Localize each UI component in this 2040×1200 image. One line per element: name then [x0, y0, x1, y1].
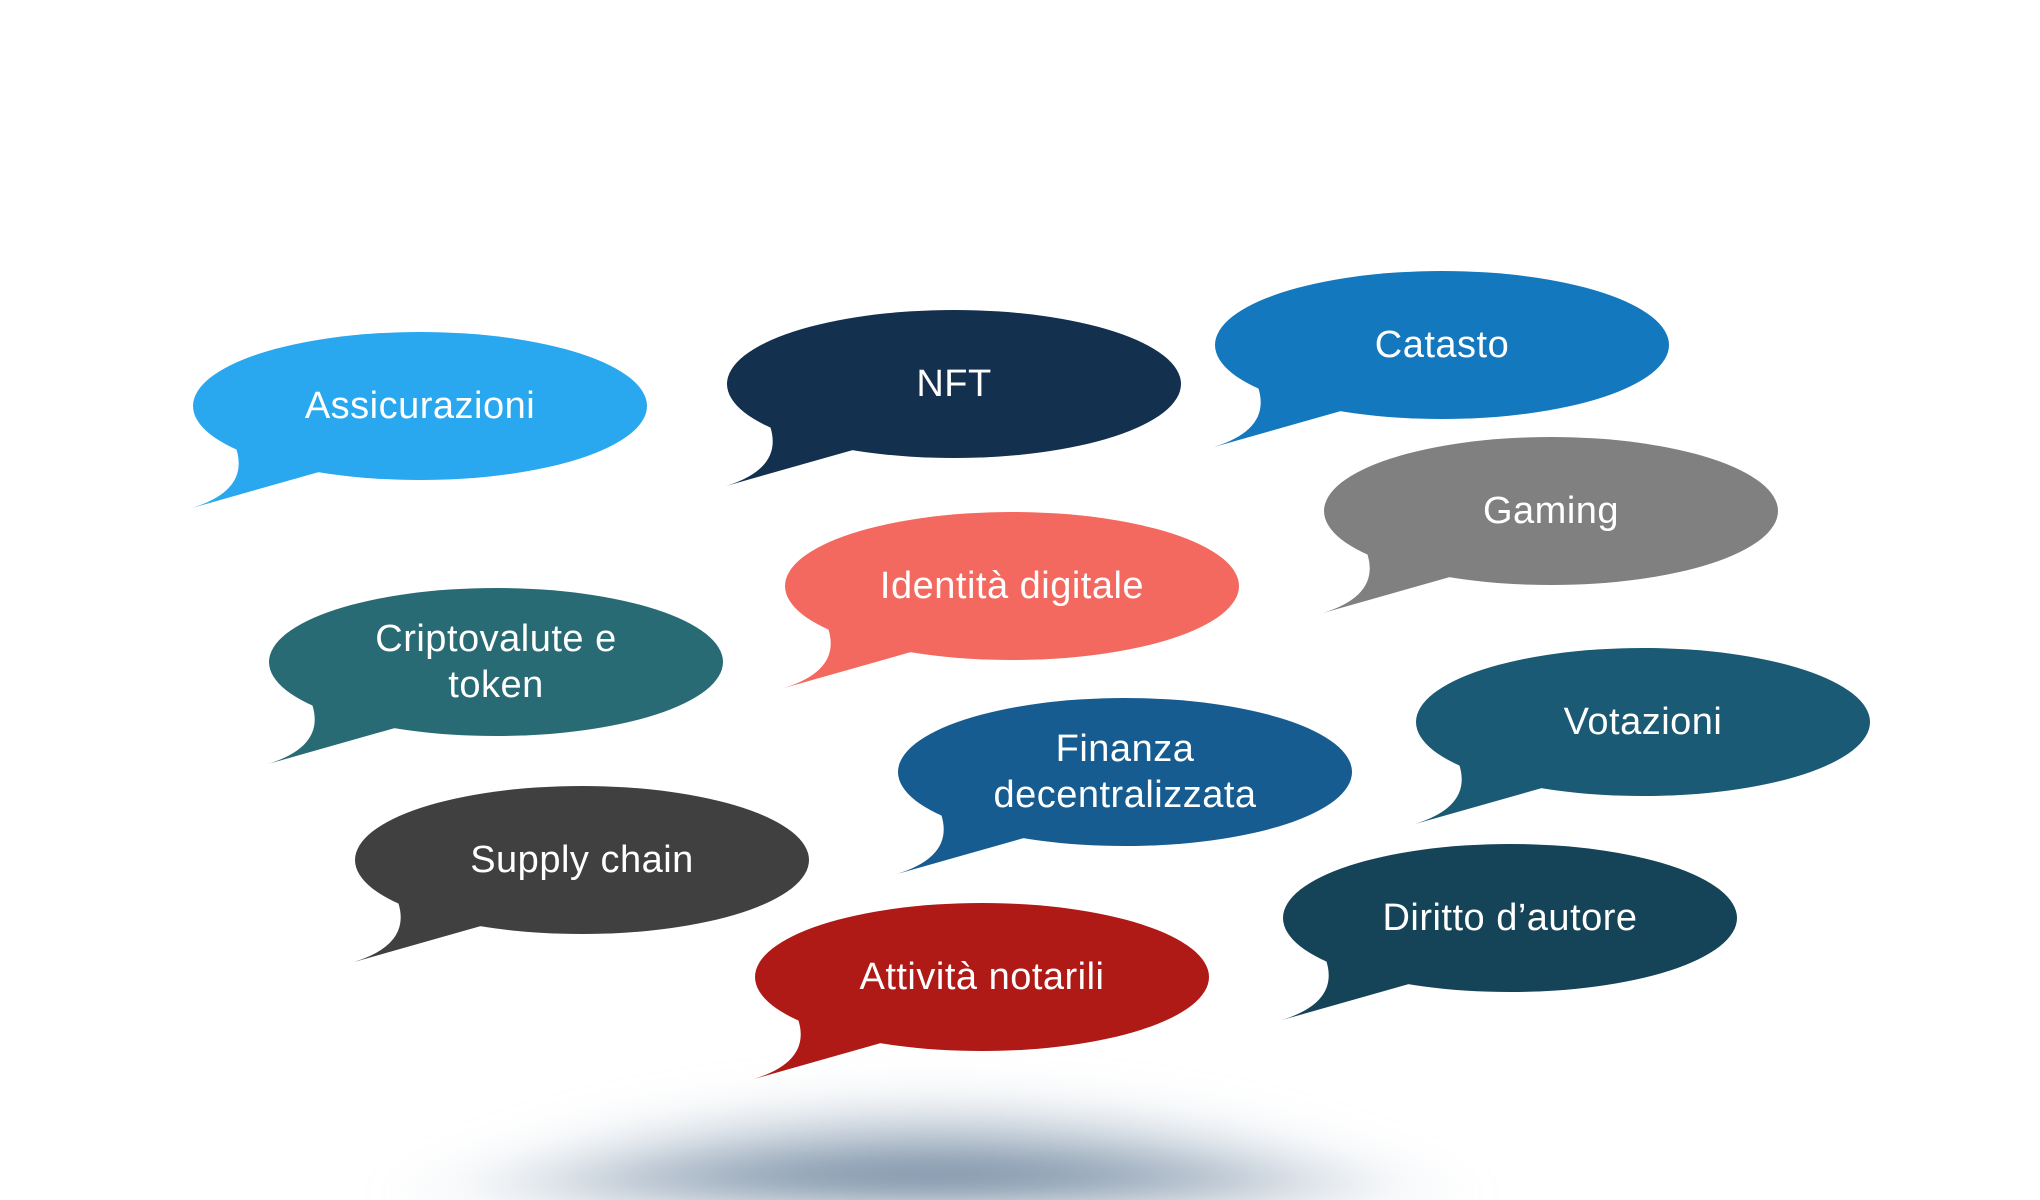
bubble-label: Supply chain [470, 838, 694, 881]
speech-bubble-shape [354, 786, 809, 962]
bubble-label: Gaming [1482, 489, 1620, 532]
bubble-catasto: Catasto [1212, 269, 1672, 469]
speech-bubble-shape [1214, 271, 1669, 447]
speech-bubble-shape [1282, 844, 1737, 1020]
bubble-diritto-dautore: Diritto d’autore [1280, 842, 1740, 1042]
bubble-label: Criptovalute e token [375, 617, 617, 706]
bubble-label: NFT [916, 362, 992, 405]
bubble-label: Finanza decentralizzata [993, 727, 1257, 816]
speech-bubble-shape [784, 512, 1239, 688]
bubble-label: Votazioni [1563, 700, 1723, 743]
bubble-supply-chain: Supply chain [352, 784, 812, 984]
speech-bubble-shape [726, 310, 1181, 486]
bubble-criptovalute-e-token: Criptovalute e token [266, 586, 726, 786]
bubble-label: Diritto d’autore [1382, 896, 1638, 939]
bubble-label: Identità digitale [879, 564, 1145, 607]
speech-bubble-shape [897, 698, 1352, 874]
speech-bubble-shape [1415, 648, 1870, 824]
bubble-label: Catasto [1374, 323, 1510, 366]
bubble-nft: NFT [724, 308, 1184, 508]
bubble-label: Attività notarili [859, 955, 1105, 998]
bubble-gaming: Gaming [1321, 435, 1781, 635]
speech-bubble-shape [268, 588, 723, 764]
bubble-votazioni: Votazioni [1413, 646, 1873, 846]
bubble-attivita-notarili: Attività notarili [752, 901, 1212, 1101]
bubble-finanza-decentralizzata: Finanza decentralizzata [895, 696, 1355, 896]
speech-bubble-shape [1323, 437, 1778, 613]
bubble-label: Assicurazioni [304, 384, 536, 427]
bubble-identita-digitale: Identità digitale [782, 510, 1242, 710]
bubble-assicurazioni: Assicurazioni [190, 330, 650, 530]
speech-bubble-shape [754, 903, 1209, 1079]
speech-bubble-shape [192, 332, 647, 508]
